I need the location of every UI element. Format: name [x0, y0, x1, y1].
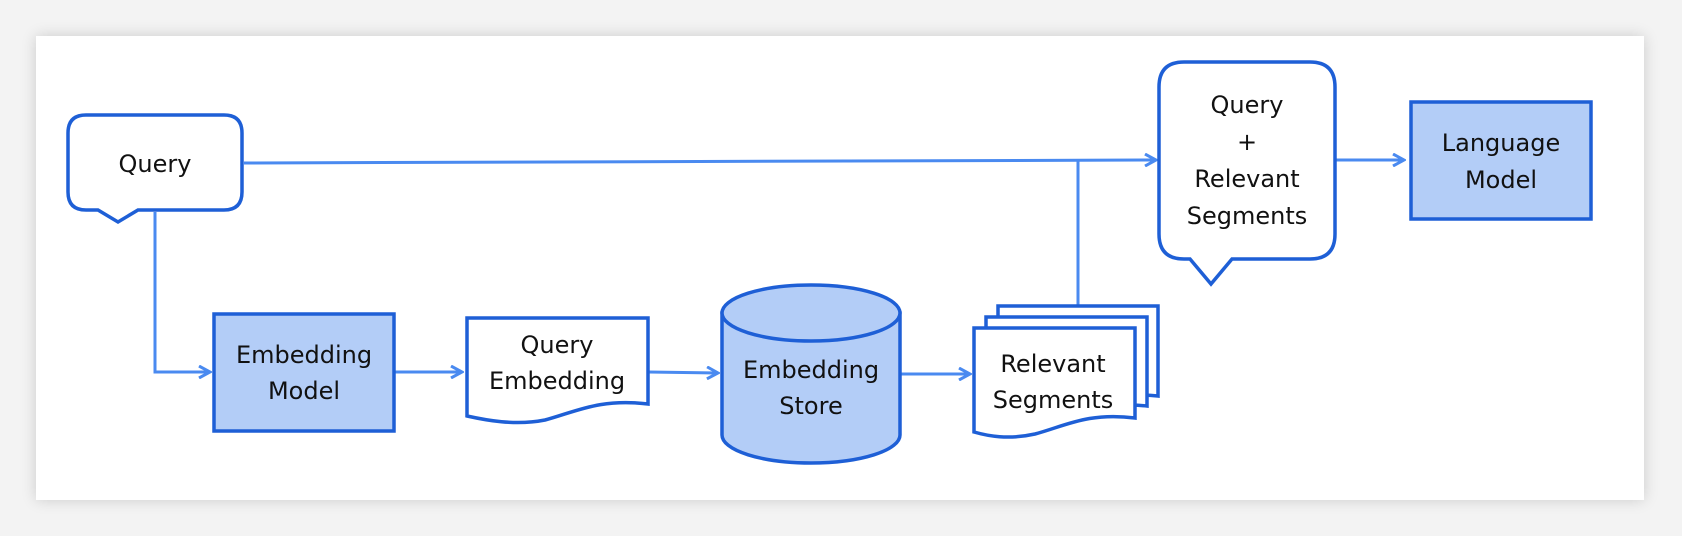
query-callout-label: Query	[119, 150, 192, 178]
query-plus-segments-callout: Query + Relevant Segments	[1157, 60, 1337, 287]
embedding-model-box: Embedding Model	[212, 312, 396, 433]
query-plus-segments-line3: Relevant	[1194, 165, 1299, 193]
embedding-model-rect	[212, 312, 396, 433]
query-embedding-document: Query Embedding	[465, 316, 650, 425]
arrow-query-to-embedding-model	[153, 212, 210, 372]
query-plus-segments-line2: +	[1237, 128, 1257, 156]
query-plus-segments-shape	[1157, 60, 1337, 287]
language-model-rect	[1409, 100, 1593, 221]
embedding-store-label-line2: Store	[779, 392, 842, 420]
query-embedding-label-line2: Embedding	[489, 367, 625, 395]
query-embedding-label-line1: Query	[521, 331, 594, 359]
relevant-segments-label-line1: Relevant	[1000, 350, 1105, 378]
query-plus-segments-line4: Segments	[1187, 202, 1308, 230]
query-embedding-shape	[465, 316, 650, 425]
arrow-query-to-combined	[243, 160, 1156, 163]
embedding-store-top	[720, 283, 902, 343]
relevant-segments-label-line2: Segments	[993, 386, 1114, 414]
embedding-model-label-line1: Embedding	[236, 341, 372, 369]
language-model-box: Language Model	[1409, 100, 1593, 221]
embedding-store-label-line1: Embedding	[743, 356, 879, 384]
relevant-segments-stack: Relevant Segments	[972, 304, 1160, 439]
embedding-store-body	[720, 311, 902, 465]
relevant-segments-front-page	[972, 326, 1137, 439]
query-callout: Query	[66, 113, 244, 225]
connectors	[153, 160, 1404, 374]
language-model-label-line2: Model	[1465, 166, 1537, 194]
language-model-label-line1: Language	[1442, 129, 1560, 157]
query-plus-segments-line1: Query	[1211, 91, 1284, 119]
embedding-store-cylinder: Embedding Store	[720, 283, 902, 465]
embedding-model-label-line2: Model	[268, 377, 340, 405]
query-callout-shape	[66, 113, 244, 225]
arrow-query-embedding-to-store	[647, 372, 718, 373]
